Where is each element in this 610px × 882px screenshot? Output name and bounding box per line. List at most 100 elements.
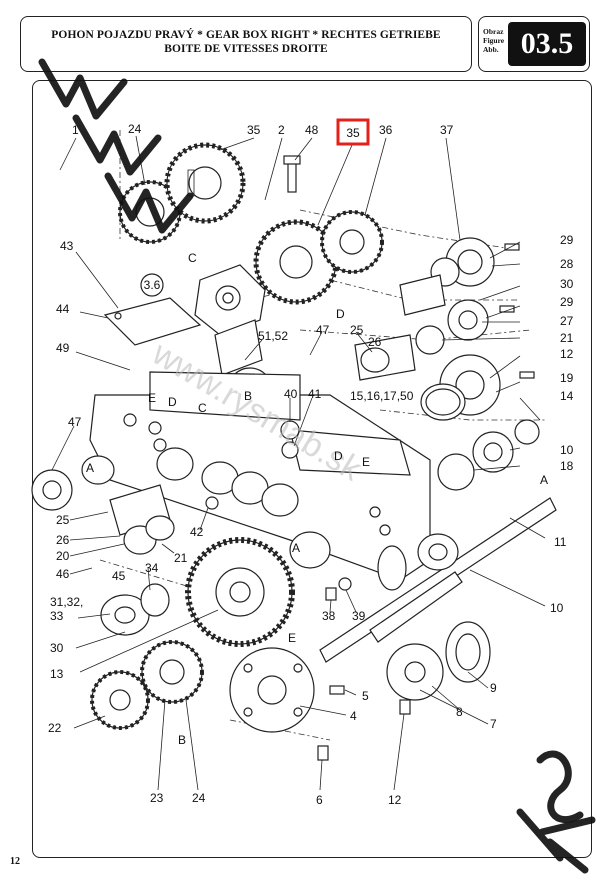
callout-40: 40 [284, 387, 298, 401]
callout-6: 6 [316, 793, 323, 807]
section-mark-b-center: B [244, 389, 252, 403]
figure-label-de: Abb. [483, 45, 499, 54]
section-mark-e-right: E [362, 455, 370, 469]
diagram-frame [32, 80, 592, 858]
main-shaft-11 [319, 497, 557, 663]
callout-5: 5 [362, 689, 369, 703]
callout-39: 39 [352, 609, 366, 623]
callout-21-lower: 21 [174, 551, 188, 565]
callout-38: 38 [322, 609, 336, 623]
callout-45: 45 [112, 569, 126, 583]
section-mark-a-center: A [292, 541, 300, 555]
page-number: 12 [10, 856, 20, 867]
large-gear-13 [100, 537, 295, 647]
callout-7: 7 [490, 717, 497, 731]
section-mark-c-top: C [188, 251, 197, 265]
callout-31-32: 31,32, [50, 595, 83, 609]
callout-3-6: 3.6 [144, 278, 161, 292]
callout-15-16-17-50: 15,16,17,50 [350, 389, 414, 403]
watermark-w-mark-1 [38, 58, 128, 120]
callout-25-center: 25 [350, 323, 364, 337]
section-mark-b-bottom: B [178, 733, 186, 747]
callout-35: 35 [247, 123, 261, 137]
figure-frame [478, 16, 590, 72]
section-markers: E D C B D E A A A C D B E [86, 251, 548, 747]
flange-group-right [420, 354, 540, 491]
output-flange-4 [229, 647, 345, 761]
callout-24-top: 24 [128, 122, 142, 136]
gear-pair-35-36 [253, 210, 384, 305]
gearbox-housing-49 [89, 371, 431, 581]
callout-20: 20 [56, 549, 70, 563]
section-mark-d-left: D [168, 395, 177, 409]
callout-41: 41 [308, 387, 322, 401]
callout-12-upper: 12 [560, 347, 574, 361]
header-frame [20, 16, 472, 72]
highlight-box-35 [336, 118, 370, 146]
callout-13: 13 [50, 667, 64, 681]
section-mark-d-top: D [336, 307, 345, 321]
callout-37: 37 [440, 123, 454, 137]
callout-33: 33 [50, 609, 64, 623]
figure-label-en: Figure [483, 36, 505, 45]
callout-labels: 1 24 35 2 48 36 37 43 29 28 44 30 29 27 … [48, 122, 574, 807]
callout-9: 9 [490, 681, 497, 695]
callout-10-lower: 10 [550, 601, 564, 615]
watermark-k-mark [516, 808, 596, 874]
bolt-48 [283, 155, 301, 193]
callout-leaders [51, 135, 546, 791]
callout-26-left: 26 [56, 533, 70, 547]
watermark-w-mark-2 [72, 114, 162, 176]
callout-26-center: 26 [368, 335, 382, 349]
callout-12-lower: 12 [388, 793, 402, 807]
callout-23: 23 [150, 791, 164, 805]
callout-24-bottom: 24 [192, 791, 206, 805]
callout-43: 43 [60, 239, 74, 253]
callout-14: 14 [560, 389, 574, 403]
left-bearing-shaft [31, 455, 219, 555]
callout-30-upper: 30 [560, 277, 574, 291]
section-mark-c-left: C [198, 401, 207, 415]
callout-1: 1 [72, 123, 79, 137]
hub-group-7-9 [386, 621, 491, 715]
title-line-2: BOITE DE VITESSES DROITE [164, 43, 328, 55]
callout-42: 42 [190, 525, 204, 539]
title-line-1: POHON POJAZDU PRAVÝ * GEAR BOX RIGHT * R… [51, 29, 441, 41]
callout-28: 28 [560, 257, 574, 271]
ref-circle-3-6 [140, 273, 164, 297]
section-mark-a-left: A [86, 461, 94, 475]
watermark-s-mark [536, 750, 584, 824]
callout-48: 48 [305, 123, 319, 137]
callout-47-center: 47 [316, 323, 330, 337]
callout-2: 2 [278, 123, 285, 137]
section-mark-d-right: D [334, 449, 343, 463]
callout-36: 36 [379, 123, 393, 137]
callout-47-left: 47 [68, 415, 82, 429]
callout-29-upper: 29 [560, 233, 574, 247]
watermark-w-mark-3 [104, 172, 194, 234]
callout-18: 18 [560, 459, 574, 473]
callout-19: 19 [560, 371, 574, 385]
callout-21-upper: 21 [560, 331, 574, 345]
callout-10-upper: 10 [560, 443, 574, 457]
callout-51-52: 51,52 [258, 329, 288, 343]
callout-46: 46 [56, 567, 70, 581]
small-gears-bottom-left [90, 640, 204, 730]
callout-44: 44 [56, 302, 70, 316]
callout-25-left: 25 [56, 513, 70, 527]
callout-8: 8 [456, 705, 463, 719]
callout-27: 27 [560, 314, 574, 328]
callout-34: 34 [145, 561, 159, 575]
callout-30-lower: 30 [50, 641, 64, 655]
section-mark-a-shaft: A [540, 473, 548, 487]
callout-11: 11 [554, 535, 567, 549]
callout-22: 22 [48, 721, 62, 735]
callout-4: 4 [350, 709, 357, 723]
figure-label-cz: Obraz [483, 27, 504, 36]
callout-29-lower: 29 [560, 295, 574, 309]
highlighted-callout-35: 35 [346, 126, 360, 140]
figure-number: 03.5 [508, 22, 586, 66]
section-mark-e-left: E [148, 391, 156, 405]
callout-49: 49 [56, 341, 70, 355]
